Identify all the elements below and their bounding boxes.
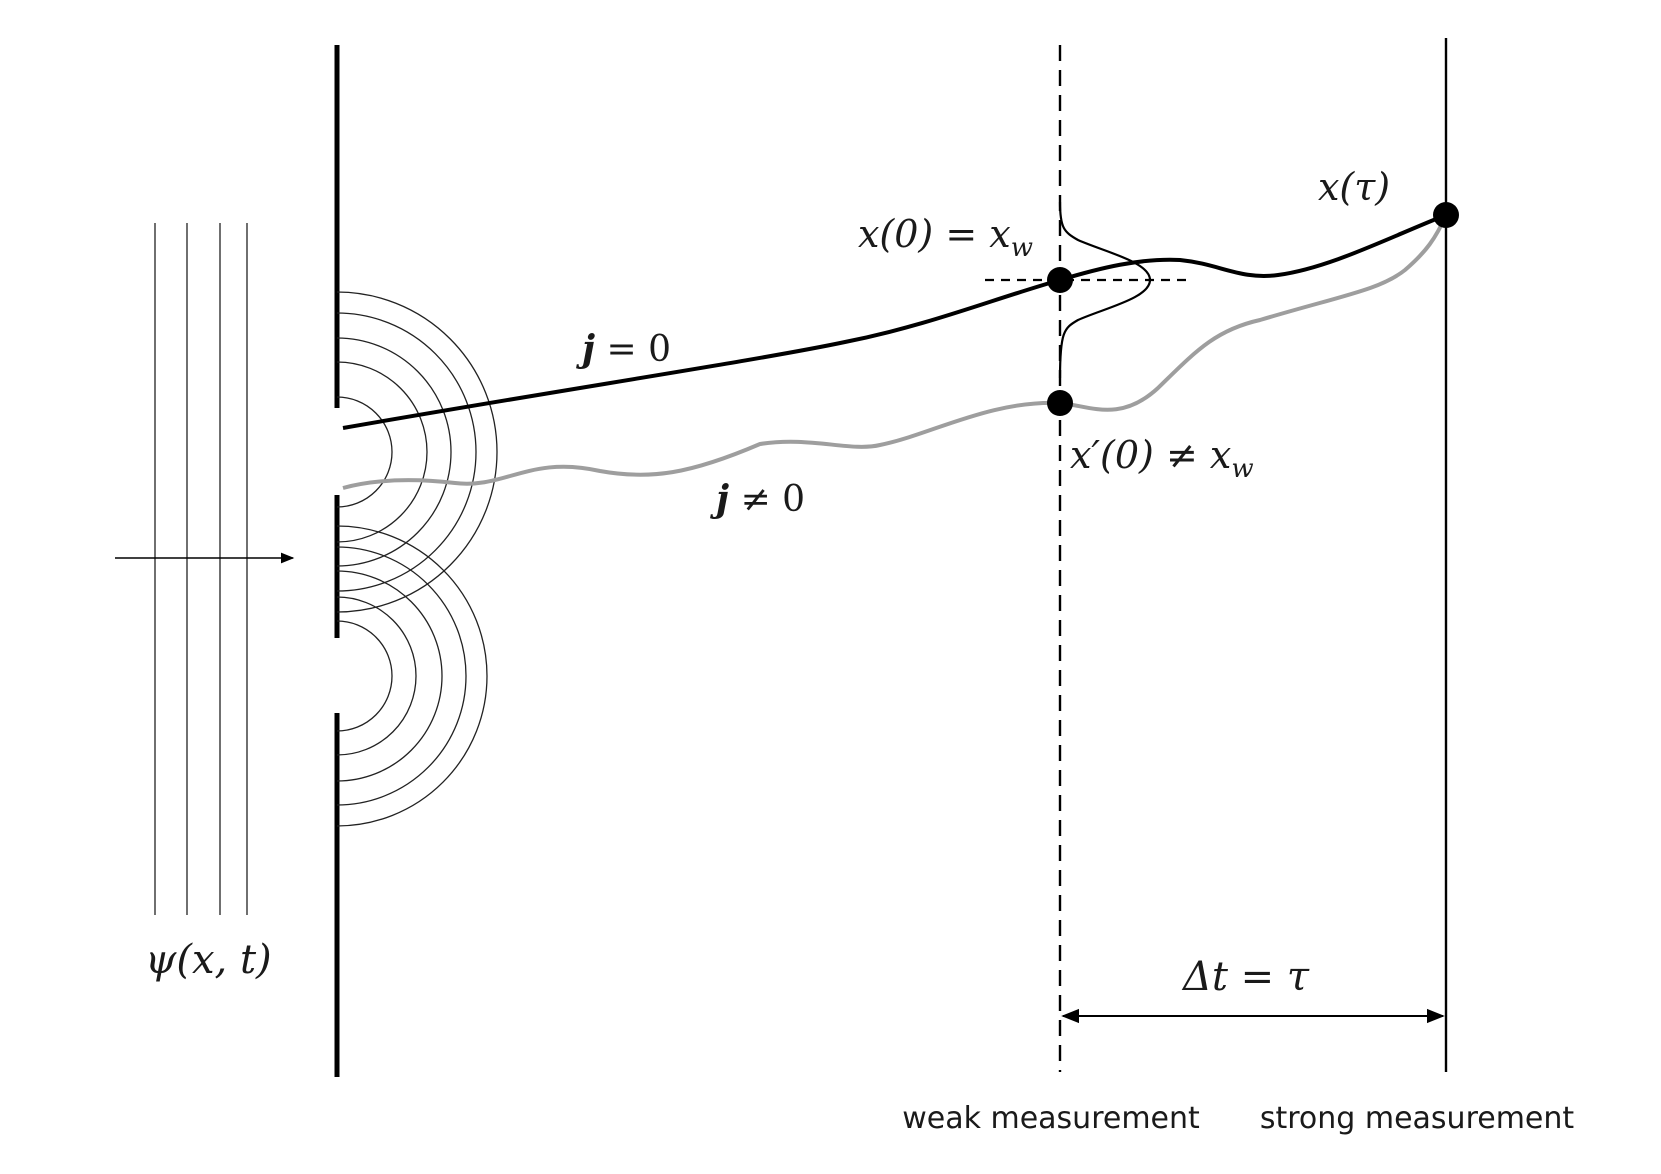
nonweak-value-label: x′(0) ≠ xw xyxy=(1070,433,1254,484)
weak-measurement-gaussian xyxy=(1058,201,1152,379)
time-interval-label: Δt = τ xyxy=(1181,954,1310,1000)
wave-arc xyxy=(336,291,498,613)
weak-measurement-caption: weak measurement xyxy=(902,1101,1200,1136)
wave-arc xyxy=(336,596,417,756)
nonweak-point xyxy=(1047,390,1073,416)
wave-arc xyxy=(336,396,393,508)
wave-arc xyxy=(336,337,452,567)
incoming-wavefronts xyxy=(154,223,248,915)
nonweak-value-subscript: w xyxy=(1231,454,1253,484)
weak-value-subscript: w xyxy=(1011,233,1033,263)
current-nonzero-relation: ≠ 0 xyxy=(729,479,805,520)
lower-slit-waves xyxy=(336,525,488,827)
weak-value-point xyxy=(1047,267,1073,293)
wave-arc xyxy=(336,361,428,543)
wave-arc xyxy=(336,525,488,827)
strong-measurement-caption: strong measurement xyxy=(1260,1101,1575,1136)
current-nonzero-label: j ≠ 0 xyxy=(710,478,805,520)
weak-value-label: x(0) = xw xyxy=(858,212,1033,263)
strong-position-label: x(τ) xyxy=(1318,165,1390,209)
wave-arc xyxy=(336,312,477,592)
current-symbol: j xyxy=(576,328,595,370)
wave-arc xyxy=(336,570,443,782)
wavefunction-label: ψ(x, t) xyxy=(145,937,272,983)
upper-slit-waves xyxy=(336,291,498,613)
current-symbol: j xyxy=(710,478,729,520)
current-zero-relation: = 0 xyxy=(595,329,671,370)
nonweak-value-lhs: x′(0) ≠ x xyxy=(1070,433,1231,477)
trajectory-j-nonzero xyxy=(342,214,1448,490)
current-zero-label: j = 0 xyxy=(576,328,671,370)
wave-arc xyxy=(336,546,467,806)
weak-value-lhs: x(0) = x xyxy=(858,212,1011,256)
strong-point xyxy=(1433,202,1459,228)
wave-arc xyxy=(336,620,393,732)
